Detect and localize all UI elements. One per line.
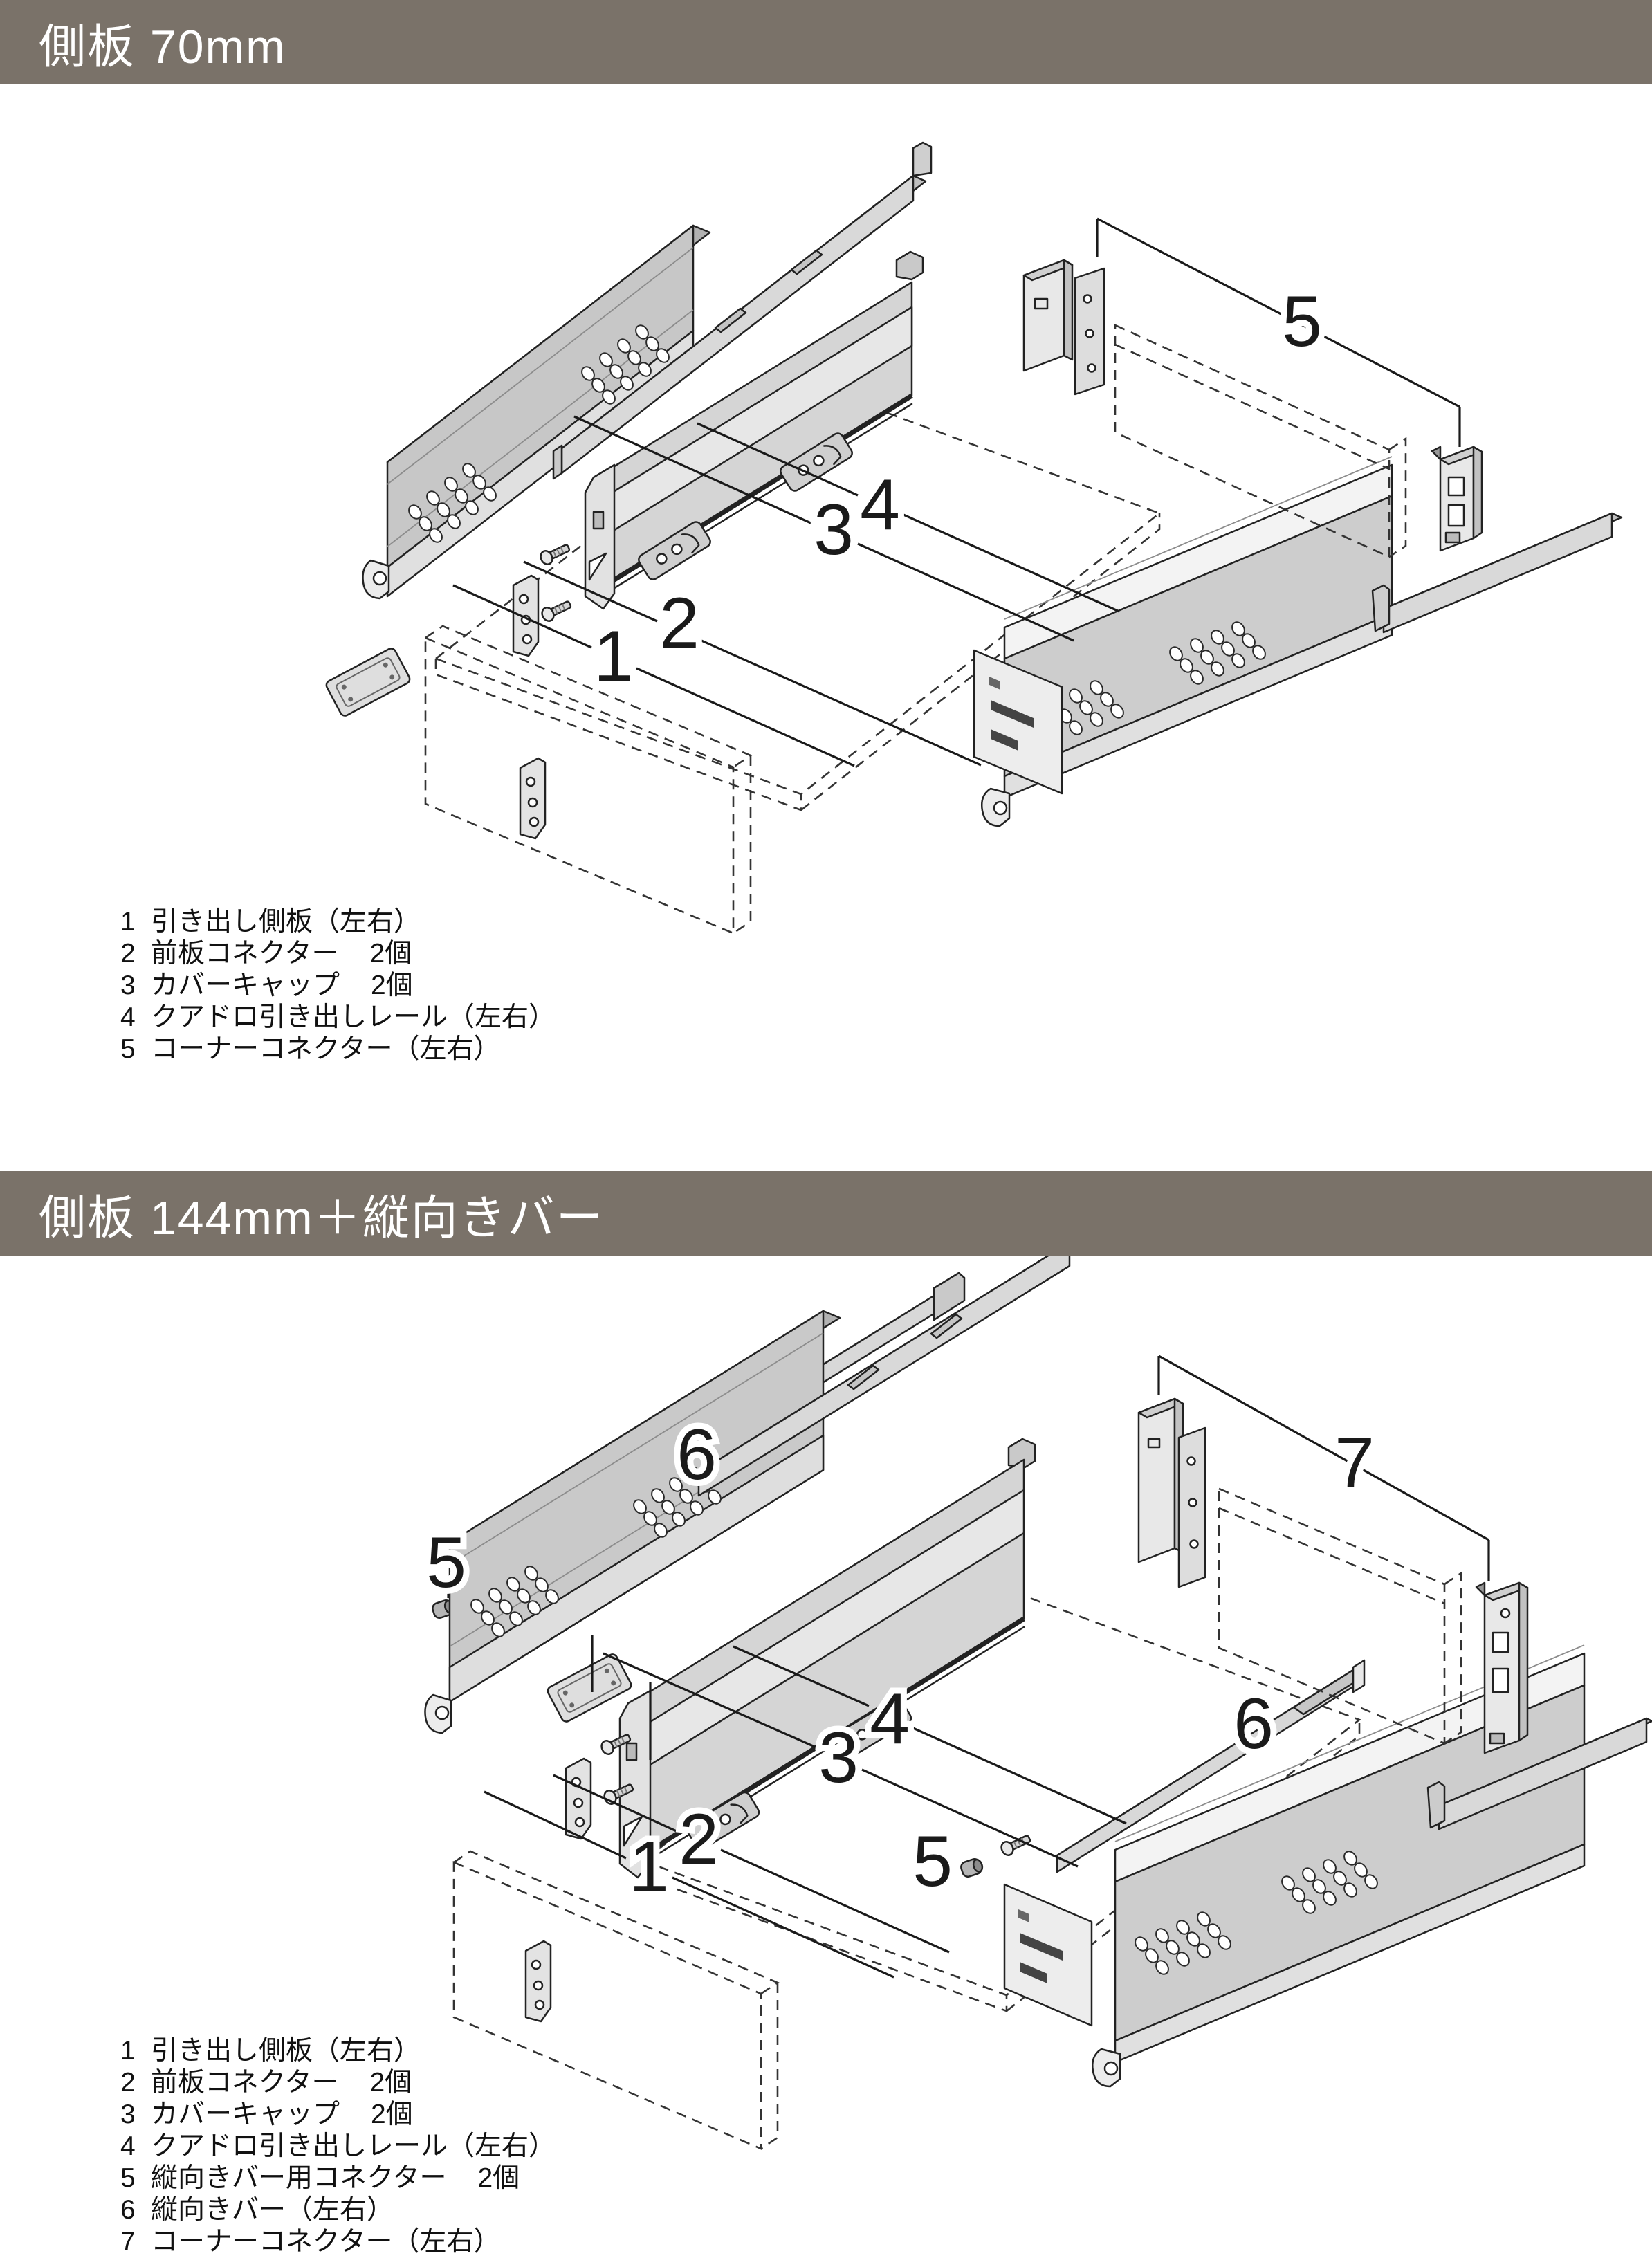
part-number: 4 — [120, 1002, 136, 1032]
part-name: 引き出し側板（左右） — [151, 907, 421, 937]
vertical-bar-right — [1056, 1659, 1366, 1873]
part-qty: 2個 — [369, 2068, 412, 2098]
parts-list-item: 5 縦向きバー用コネクター 2個 — [120, 2163, 556, 2194]
slide-rail-right — [1371, 512, 1623, 634]
part-number: 5 — [120, 2163, 136, 2193]
corner-connector-left — [1137, 1397, 1206, 1588]
corner-connector-right — [1475, 1581, 1529, 1754]
drawer-side-panel-left — [424, 1310, 841, 1734]
part-number: 6 — [120, 2195, 136, 2225]
corner-connector-left — [1022, 259, 1105, 396]
parts-list-item: 1 引き出し側板（左右） — [120, 2035, 556, 2067]
part-number: 5 — [120, 1034, 136, 1064]
part-name: コーナーコネクター（左右） — [151, 1034, 501, 1064]
part-name: カバーキャップ — [151, 2100, 340, 2129]
section-header-70mm: 側板 70mm — [0, 0, 1652, 84]
part-name: クアドロ引き出しレール（左右） — [151, 1002, 556, 1032]
slide-rail-left — [552, 141, 933, 480]
bar-connector-center — [959, 1830, 1034, 1880]
callout-label-2: 2 — [659, 583, 699, 663]
part-number: 2 — [120, 939, 136, 969]
part-name: クアドロ引き出しレール（左右） — [151, 2131, 556, 2161]
slide-rail-right — [1426, 1717, 1652, 1830]
bar-connector-left — [430, 1575, 494, 1621]
callout-label-2: 2 — [679, 1799, 719, 1880]
part-name: 前板コネクター — [151, 2068, 339, 2098]
drawer-side-panel-left — [362, 224, 711, 600]
part-name: 引き出し側板（左右） — [151, 2036, 421, 2066]
callout-label-1: 1 — [629, 1827, 669, 1907]
front-connectors — [524, 1729, 636, 2023]
callout-label-5: 5 — [426, 1523, 466, 1603]
part-name: カバーキャップ — [151, 971, 340, 1000]
part-qty: 2個 — [371, 971, 413, 1000]
callout-label-3: 3 — [818, 1718, 859, 1798]
parts-list-item: 1 引き出し側板（左右） — [120, 906, 556, 938]
section-title: 側板 144mm＋縦向きバー — [39, 1191, 605, 1245]
front-plate-right — [1003, 1883, 1093, 2027]
parts-list-item: 3 カバーキャップ 2個 — [120, 970, 556, 1002]
parts-list-item: 2 前板コネクター 2個 — [120, 938, 556, 970]
part-number: 1 — [120, 907, 136, 937]
part-qty: 2個 — [371, 2100, 413, 2129]
parts-list-item: 2 前板コネクター 2個 — [120, 2067, 556, 2099]
callout-bracket-5 — [1096, 217, 1461, 447]
callout-label-4: 4 — [860, 465, 900, 545]
parts-list-item: 3 カバーキャップ 2個 — [120, 2099, 556, 2131]
callout-label-6: 6 — [1233, 1684, 1274, 1764]
callout-leaders — [452, 415, 1120, 767]
callout-label-3: 3 — [814, 490, 854, 570]
parts-list-item: 7 コーナーコネクター（左右） — [120, 2226, 556, 2258]
section-header-144mm: 側板 144mm＋縦向きバー — [0, 1171, 1652, 1256]
exploded-diagram-70mm: 12 34 5 — [324, 141, 1623, 935]
callout-label-4: 4 — [870, 1679, 910, 1759]
drawer-side-panel-right — [1092, 1644, 1586, 2088]
callout-label-5: 5 — [912, 1821, 953, 1902]
part-qty: 2個 — [477, 2163, 520, 2193]
corner-connector-right — [1431, 446, 1483, 552]
section-title: 側板 70mm — [39, 20, 286, 73]
part-number: 3 — [120, 2100, 136, 2129]
parts-list-70mm: 1 引き出し側板（左右） 2 前板コネクター 2個 3 カバーキャップ 2個 4 クアドロ引き出し… — [120, 906, 556, 1065]
part-number: 1 — [120, 2036, 136, 2066]
callout-bracket-7 — [1157, 1355, 1490, 1581]
part-number: 2 — [120, 2068, 136, 2098]
callout-leaders — [484, 1635, 1127, 1979]
back-panel-outline — [1114, 323, 1407, 559]
cover-cap — [545, 1651, 634, 1725]
part-name: コーナーコネクター（左右） — [151, 2227, 501, 2257]
front-panel-outline — [452, 1850, 780, 2150]
callout-label-7: 7 — [1334, 1423, 1375, 1503]
part-name: 前板コネクター — [151, 939, 339, 969]
part-name: 縦向きバー（左右） — [151, 2195, 394, 2225]
part-number: 3 — [120, 971, 136, 1000]
front-plate-right — [973, 649, 1063, 795]
parts-list-item: 4 クアドロ引き出しレール（左右） — [120, 1002, 556, 1034]
callout-label-5: 5 — [1282, 282, 1322, 362]
drawer-side-panel-inner — [584, 250, 924, 610]
slide-rail-left — [697, 1256, 1071, 1497]
parts-list-item: 5 コーナーコネクター（左右） — [120, 1034, 556, 1065]
part-number: 7 — [120, 2227, 136, 2257]
front-panel-outline — [424, 625, 753, 935]
part-name: 縦向きバー用コネクター — [151, 2163, 447, 2193]
parts-list-item: 4 クアドロ引き出しレール（左右） — [120, 2131, 556, 2163]
callout-label-6: 6 — [677, 1415, 717, 1495]
cover-cap — [324, 645, 412, 719]
part-number: 4 — [120, 2131, 136, 2161]
part-qty: 2個 — [369, 939, 412, 969]
parts-list-144mm: 1 引き出し側板（左右） 2 前板コネクター 2個 3 カバーキャップ 2個 4 クアドロ引き出し… — [120, 2035, 556, 2258]
callout-label-1: 1 — [594, 616, 634, 697]
back-panel-outline — [1218, 1487, 1462, 1745]
parts-list-item: 6 縦向きバー（左右） — [120, 2194, 556, 2226]
